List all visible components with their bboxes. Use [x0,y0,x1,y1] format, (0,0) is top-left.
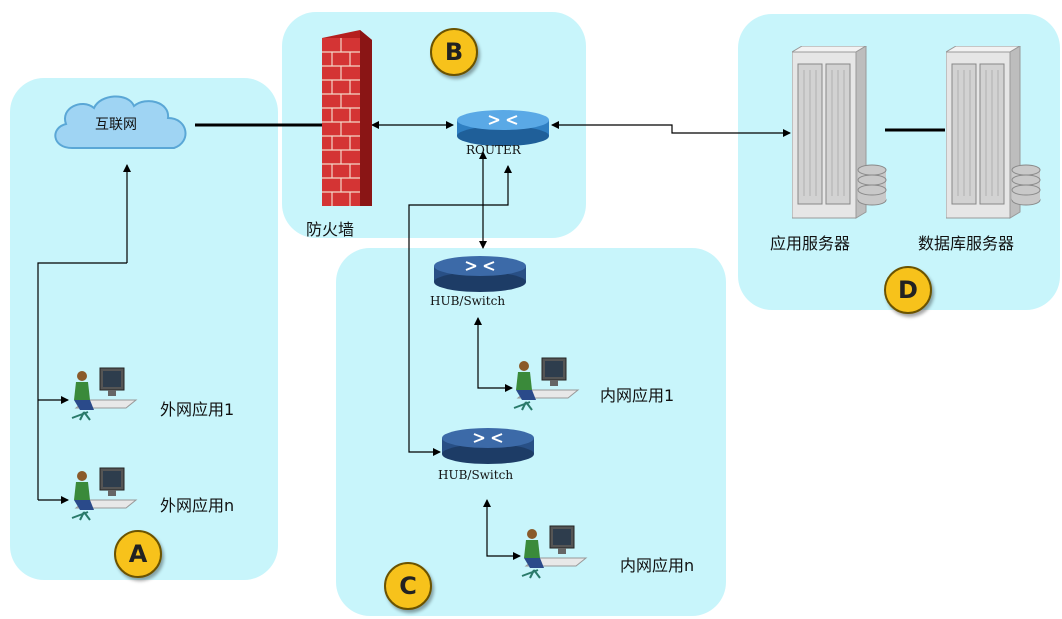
workstation-icon [71,467,138,521]
firewall-label: 防火墙 [306,220,355,239]
internal-app-n-label: 内网应用n [620,556,695,575]
zone-a-badge: A [114,530,162,578]
zone-b-badge: B [430,28,478,76]
link-switch2-pcn [483,499,521,560]
internet-cloud-icon [54,95,187,149]
workstation-icon [513,357,580,411]
router-icon [457,110,549,146]
firewall-icon [322,30,372,206]
internet-label: 互联网 [95,117,137,133]
workstation-icon [71,367,138,421]
external-app-1-label: 外网应用1 [160,400,235,419]
db-server-label: 数据库服务器 [918,234,1015,253]
app-server-icon [792,46,887,219]
workstation-icon [521,525,588,579]
switch-label: HUB/Switch [438,468,514,482]
link-router-appserver [551,121,791,137]
link-external-internet [37,262,127,500]
zone-d-badge: D [884,266,932,314]
switch-icon [434,256,526,292]
link-switch1-pc1 [474,317,513,392]
external-app-n-label: 外网应用n [160,496,235,515]
db-server-icon [946,46,1041,219]
switch-label: HUB/Switch [430,294,506,308]
switch-icon [442,428,534,464]
zone-a [10,78,278,580]
zone-c-badge: C [384,562,432,610]
internal-app-1-label: 内网应用1 [600,386,675,405]
link-router-switch2 [408,165,512,456]
app-server-label: 应用服务器 [770,234,851,253]
router-label: ROUTER [466,143,521,157]
